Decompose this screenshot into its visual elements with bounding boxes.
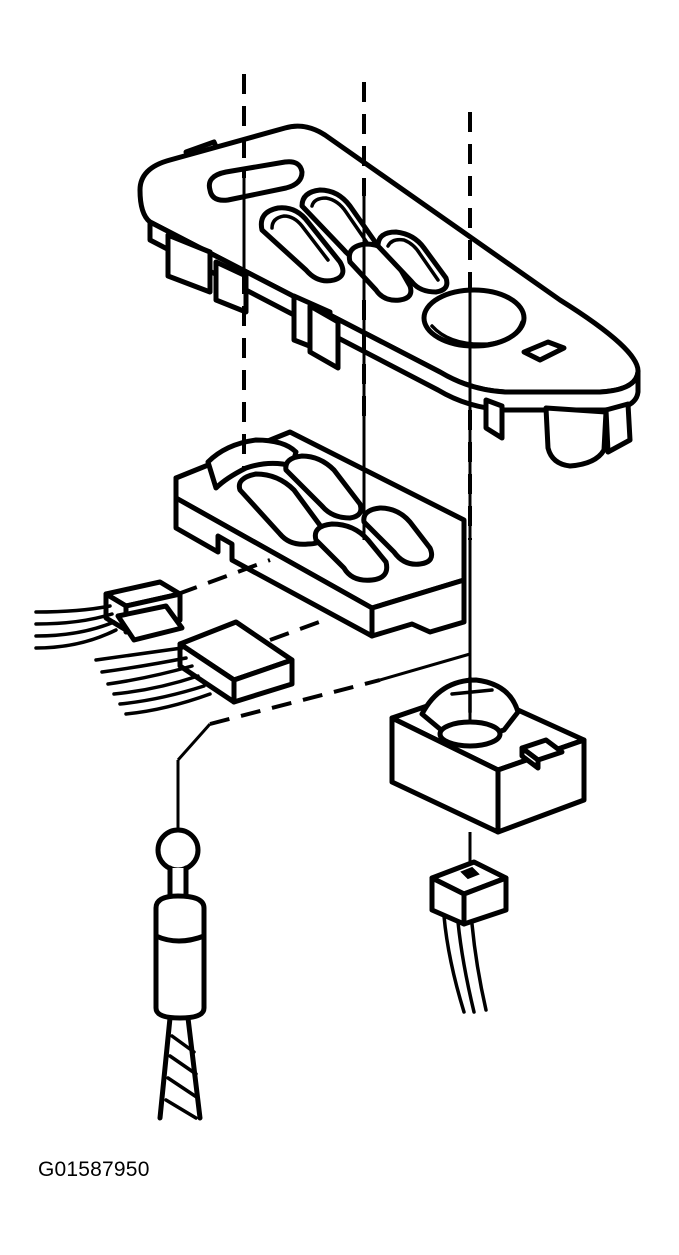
alignment-lines [176,74,472,864]
wire-connector-lower [94,619,295,716]
switch-assembly [173,429,467,639]
mirror-switch-connector [429,859,509,1014]
mirror-switch [389,676,587,835]
wire-connector-upper [34,579,185,650]
ground-terminal [153,827,207,1121]
switch-bezel [137,123,641,469]
figure-id-label: G01587950 [38,1158,150,1181]
